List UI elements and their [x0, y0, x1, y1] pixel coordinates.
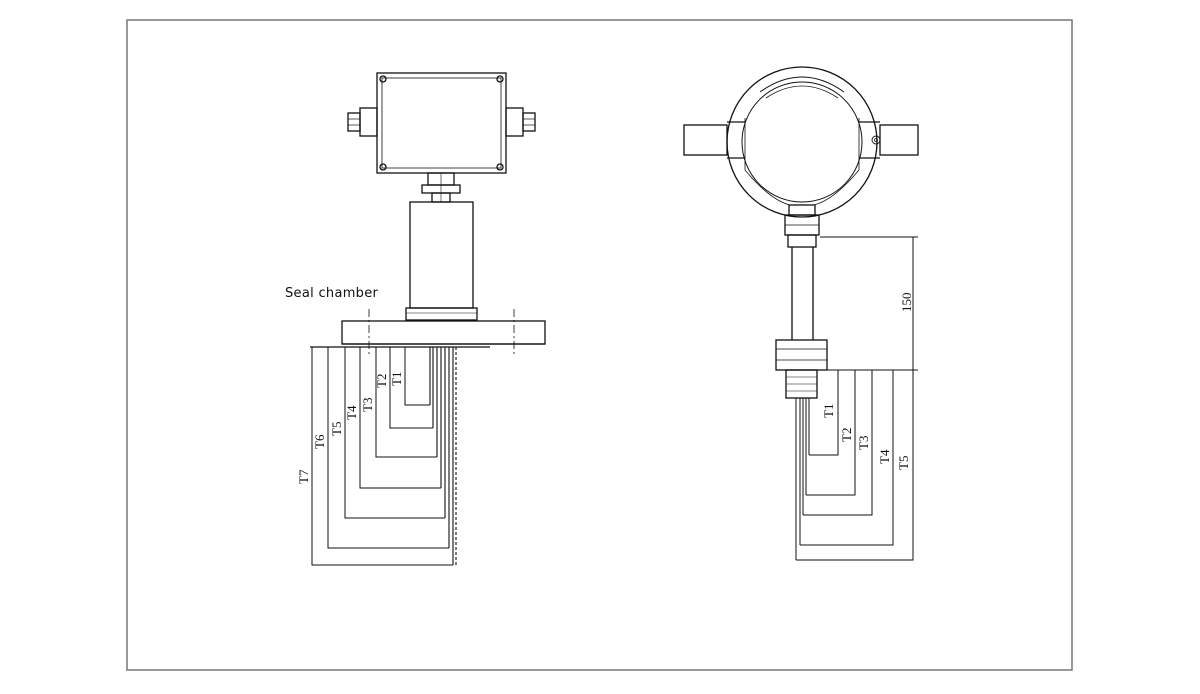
flange [341, 309, 546, 357]
depth-label-t3: T3 [360, 398, 375, 412]
right-probe-rods [795, 398, 810, 560]
right-dimension-lines [796, 370, 914, 561]
stem-tube [791, 247, 814, 340]
right-depth-label-t4: T4 [877, 449, 892, 464]
left-side-gland [683, 121, 745, 159]
housing-cylinder [409, 201, 474, 309]
right-depth-label-t2: T2 [839, 428, 854, 442]
seal-chamber [405, 307, 478, 321]
round-housing [726, 66, 878, 218]
drawing-frame [126, 19, 1073, 671]
height-label-150: 150 [899, 293, 914, 313]
depth-label-t1: T1 [389, 372, 404, 386]
depth-label-t6: T6 [312, 434, 327, 449]
right-cable-gland [505, 107, 536, 137]
depth-label-t2: T2 [374, 374, 389, 388]
neck-fitting [421, 172, 461, 203]
left-dimension-lines [311, 347, 453, 566]
right-side-gland [859, 121, 919, 159]
junction-box [376, 72, 507, 174]
left-view [310, 72, 546, 566]
right-view [683, 66, 919, 561]
right-depth-label-t1: T1 [821, 404, 836, 418]
seal-chamber-annotation: Seal chamber [285, 286, 379, 301]
depth-label-t5: T5 [329, 422, 344, 436]
right-labels: 150 T1 T2 T3 T4 T5 [821, 293, 914, 471]
process-fitting [775, 339, 828, 399]
probe-rods [429, 347, 457, 565]
depth-label-t7: T7 [296, 469, 311, 484]
right-depth-label-t3: T3 [856, 436, 871, 450]
right-depth-label-t5: T5 [896, 456, 911, 470]
depth-label-t4: T4 [344, 405, 359, 420]
left-depth-labels: T1 T2 T3 T4 T5 T6 T7 [296, 372, 404, 484]
right-neck [784, 204, 820, 248]
left-cable-gland [347, 107, 378, 137]
